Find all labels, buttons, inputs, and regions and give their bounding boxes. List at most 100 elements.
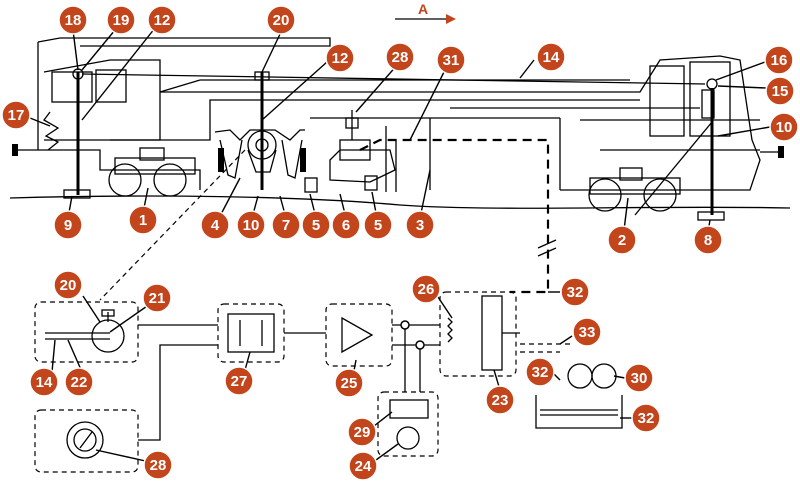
svg-text:32: 32 (638, 410, 655, 427)
svg-text:10: 10 (776, 119, 793, 136)
svg-text:28: 28 (392, 49, 409, 66)
svg-text:25: 25 (341, 375, 358, 392)
callout-badge: 32 (560, 277, 590, 307)
callout-badge: 6 (331, 210, 361, 240)
callout-badge: 24 (348, 451, 378, 481)
tamping-unit (214, 71, 306, 190)
callout-badge: 17 (1, 100, 31, 130)
svg-text:19: 19 (113, 12, 130, 29)
callout-badge: 8 (693, 225, 723, 255)
callout-badge: 28 (385, 42, 415, 72)
callout-badge: 32 (631, 403, 661, 433)
svg-text:20: 20 (60, 277, 77, 294)
track-line (9, 195, 791, 209)
callout-badge: 20 (266, 5, 296, 35)
amplifier-box (325, 303, 393, 367)
svg-text:23: 23 (492, 392, 509, 409)
svg-text:22: 22 (71, 374, 88, 391)
svg-text:14: 14 (36, 374, 53, 391)
svg-text:32: 32 (567, 284, 584, 301)
callout-badge: 3 (405, 210, 435, 240)
hydraulic-tank (520, 343, 623, 429)
callout-badge: 22 (64, 367, 94, 397)
callout-badge: 32 (525, 357, 555, 387)
potentiometer-box (34, 409, 139, 473)
svg-text:2: 2 (618, 232, 626, 249)
svg-text:26: 26 (418, 281, 435, 298)
callout-badge: 1 (128, 205, 158, 235)
callout-badge: 19 (106, 5, 136, 35)
callout-badge: 28 (143, 450, 173, 480)
front-bogie (588, 167, 681, 212)
svg-text:10: 10 (243, 217, 260, 234)
callout-badge: 5 (301, 210, 331, 240)
svg-text:17: 17 (8, 107, 25, 124)
callout-badge: 33 (572, 317, 602, 347)
direction-label: A (418, 1, 428, 17)
callout-badge: 4 (200, 210, 230, 240)
svg-text:15: 15 (772, 83, 789, 100)
callout-badge: 15 (765, 76, 795, 106)
callout-badge: 29 (347, 417, 377, 447)
svg-text:12: 12 (154, 12, 171, 29)
svg-text:1: 1 (139, 212, 147, 229)
callout-badge: 9 (53, 210, 83, 240)
block-connections (138, 320, 520, 441)
svg-text:18: 18 (65, 12, 82, 29)
rear-measuring-trolley (43, 68, 91, 199)
callout-badge: 10 (769, 112, 799, 142)
svg-text:20: 20 (273, 12, 290, 29)
callout-badge: 10 (236, 210, 266, 240)
svg-text:30: 30 (631, 370, 648, 387)
callout-badge: 25 (334, 368, 364, 398)
svg-text:32: 32 (532, 364, 549, 381)
svg-text:14: 14 (543, 49, 560, 66)
callout-badge: 18 (58, 5, 88, 35)
svg-text:8: 8 (704, 232, 712, 249)
lifting-lining-unit (304, 110, 397, 193)
svg-text:4: 4 (211, 217, 220, 234)
svg-text:28: 28 (150, 457, 167, 474)
callout-badge: 14 (536, 42, 566, 72)
svg-text:6: 6 (342, 217, 350, 234)
callout-badge: 16 (764, 45, 794, 75)
callout-badge: 31 (436, 45, 466, 75)
svg-text:24: 24 (355, 458, 372, 475)
callout-badge: 21 (142, 283, 172, 313)
leader-lines (29, 27, 771, 463)
direction-arrow: A (395, 1, 456, 24)
svg-text:21: 21 (149, 290, 166, 307)
callout-badge: 12 (147, 5, 177, 35)
svg-text:27: 27 (231, 373, 248, 390)
callout-badge: 27 (224, 366, 254, 396)
recorder-box (377, 391, 439, 457)
svg-text:3: 3 (416, 217, 424, 234)
front-measuring-trolley (634, 78, 725, 221)
callout-badge: 14 (29, 367, 59, 397)
svg-text:31: 31 (443, 52, 460, 69)
svg-text:12: 12 (332, 50, 349, 67)
sensor-box (34, 301, 139, 363)
callout-badge: 7 (271, 210, 301, 240)
sensor-link-dashed (99, 149, 246, 301)
callout-badge: 20 (53, 270, 83, 300)
svg-text:29: 29 (354, 424, 371, 441)
callout-badge: 26 (411, 274, 441, 304)
callout-badge: 5 (363, 210, 393, 240)
svg-text:16: 16 (771, 52, 788, 69)
callout-badge: 30 (624, 363, 654, 393)
svg-text:33: 33 (579, 324, 596, 341)
callout-badges: 18 19 12 20 12 28 31 14 16 15 10 17 9 1 … (1, 5, 799, 481)
callout-badge: 12 (325, 43, 355, 73)
rear-bogie (108, 147, 196, 197)
valve-box (439, 291, 517, 377)
svg-text:5: 5 (374, 217, 382, 234)
svg-text:9: 9 (64, 217, 72, 234)
comparator-box (217, 303, 285, 363)
reference-chord-wire (81, 73, 706, 85)
callout-badge: 2 (607, 225, 637, 255)
svg-text:7: 7 (282, 217, 290, 234)
callout-badge: 23 (485, 385, 515, 415)
